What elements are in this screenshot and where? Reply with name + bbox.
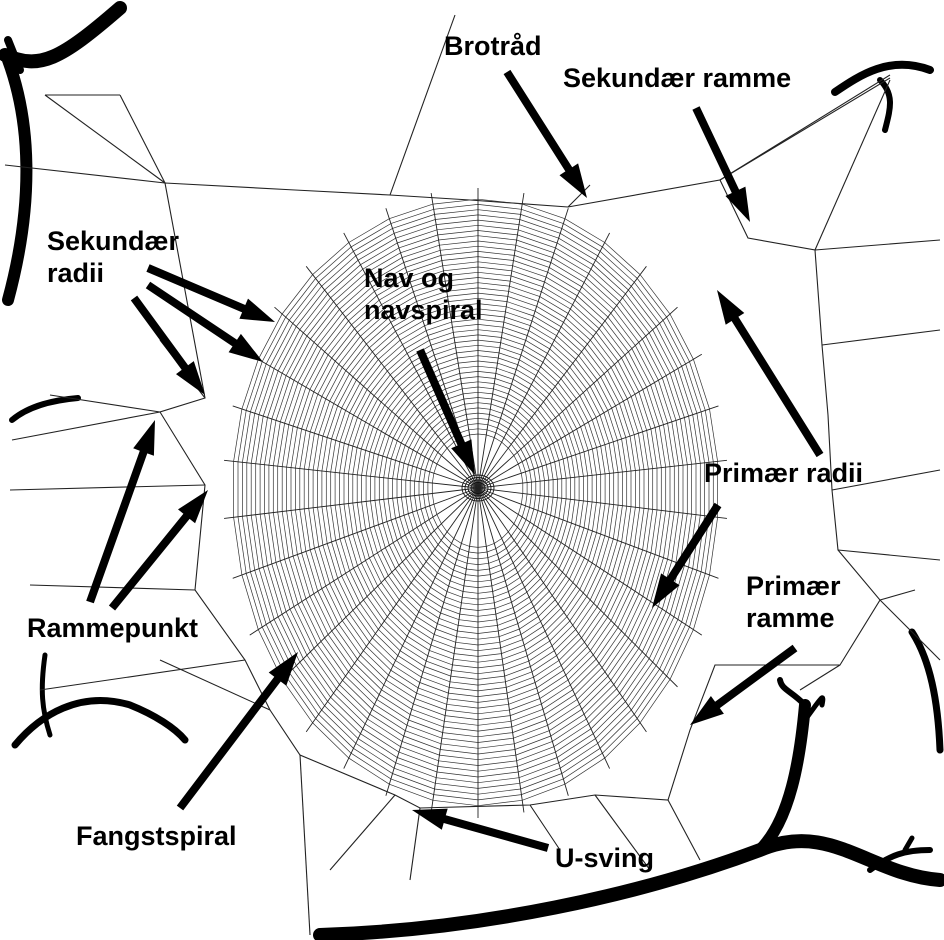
label-nav-line1: Nav og	[364, 262, 483, 294]
label-primaer-ramme-line1: Primær	[746, 570, 841, 602]
anchor-thread	[120, 95, 165, 183]
branch	[880, 80, 890, 130]
radius-thread	[250, 488, 478, 635]
anchor-thread	[815, 80, 890, 250]
radius-thread	[478, 488, 727, 518]
label-primaer-radii: Primær radii	[704, 457, 863, 489]
label-nav-og-navspiral: Nav og navspiral	[364, 262, 483, 326]
branch	[760, 705, 805, 850]
branch	[905, 838, 912, 850]
anchor-thread	[330, 795, 395, 870]
anchor-thread	[668, 800, 700, 860]
radius-thread	[478, 488, 568, 796]
label-sekundaer-ramme: Sekundær ramme	[563, 62, 791, 94]
anchor-thread	[50, 395, 160, 412]
radius-thread	[224, 488, 478, 518]
anchor-thread	[822, 330, 940, 345]
label-nav-line2: navspiral	[364, 294, 483, 326]
anchor-thread	[410, 808, 420, 880]
anchor-thread	[838, 550, 940, 560]
label-sekundaer-radii-line1: Sekundær	[47, 225, 179, 257]
arrow	[717, 290, 823, 457]
anchor-thread	[880, 590, 915, 600]
arrow	[131, 296, 205, 395]
label-sekundaer-radii-line2: radii	[47, 257, 179, 289]
branch	[12, 398, 78, 420]
anchor-thread	[10, 485, 205, 490]
anchor-thread	[12, 412, 160, 440]
radius-thread	[478, 354, 702, 488]
label-brotrad: Brotråd	[444, 30, 542, 62]
anchor-thread	[160, 660, 270, 710]
arrow	[412, 809, 549, 852]
arrow	[86, 420, 155, 603]
anchor-thread	[40, 660, 245, 690]
radius-thread	[386, 488, 478, 796]
branch	[8, 60, 26, 300]
branch	[912, 632, 940, 750]
radius-thread	[478, 460, 727, 488]
label-sekundaer-radii: Sekundær radii	[47, 225, 179, 289]
label-rammepunkt: Rammepunkt	[27, 612, 198, 644]
branch	[15, 701, 185, 745]
radius-thread	[250, 354, 478, 488]
frame-polygon	[160, 180, 880, 808]
label-primaer-ramme: Primær ramme	[746, 570, 841, 634]
anchor-thread	[815, 240, 940, 250]
anchor-thread	[800, 665, 840, 690]
label-u-sving: U-sving	[555, 842, 654, 874]
radius-thread	[224, 460, 478, 488]
branch	[780, 680, 805, 705]
label-primaer-ramme-line2: ramme	[746, 602, 841, 634]
branch	[5, 8, 120, 61]
label-fangstspiral: Fangstspiral	[76, 820, 237, 852]
radius-thread	[478, 208, 568, 488]
anchor-thread	[45, 95, 165, 183]
radius-thread	[478, 488, 702, 635]
anchor-thread	[880, 600, 940, 660]
anchor-thread	[300, 755, 310, 935]
anchor-thread	[30, 585, 195, 590]
arrow	[692, 106, 750, 222]
